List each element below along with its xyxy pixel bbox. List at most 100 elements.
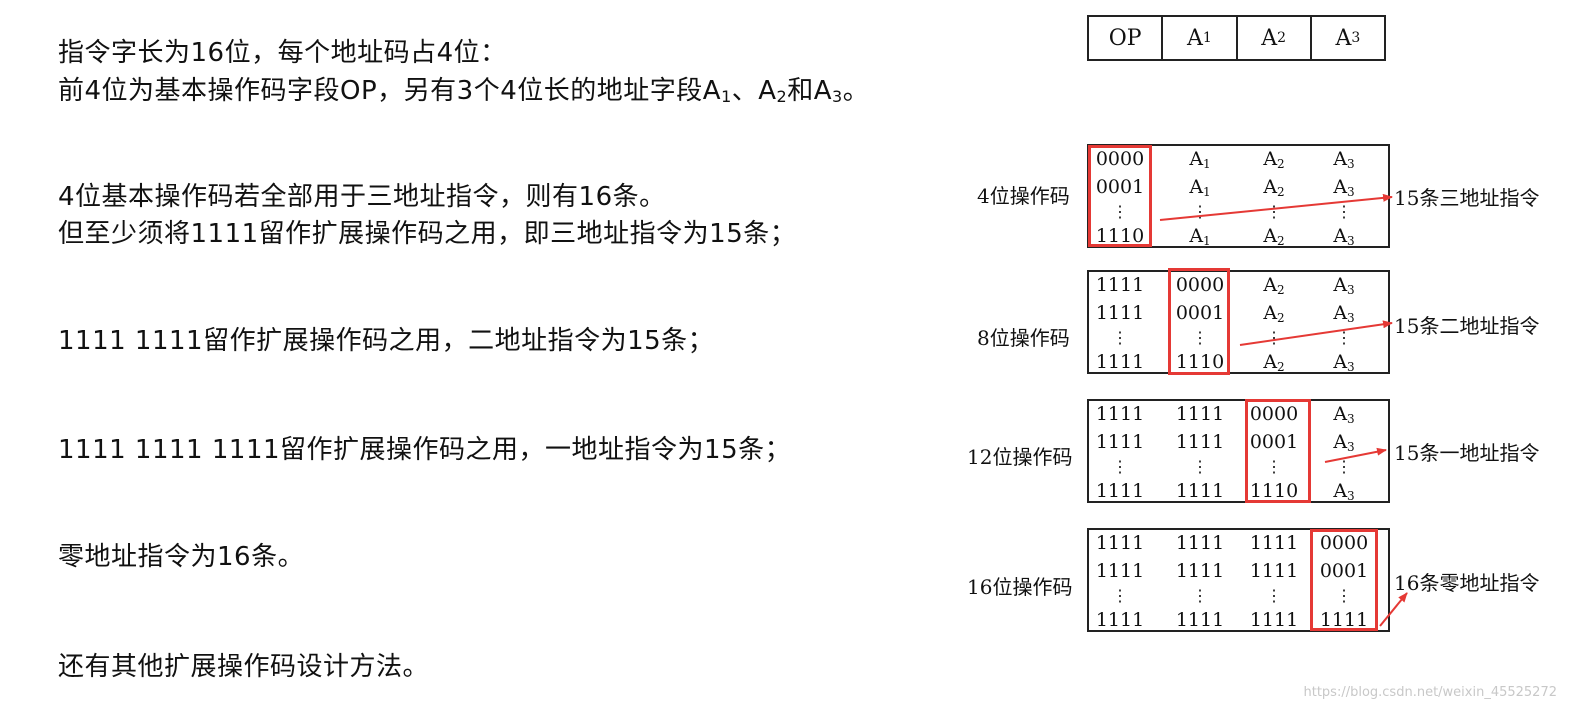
cell-subscript: 3 [1347,283,1355,297]
cell-text: 1110 [1095,225,1145,247]
cell-text: 0000 [1249,403,1299,425]
ellipsis-icon: ⋮ [1336,586,1352,605]
ellipsis-icon: ⋮ [1112,202,1128,221]
block-cell: 0001 [1165,302,1235,324]
result-label-three-address: 15条三地址指令 [1394,186,1540,210]
cell-subscript: 2 [1277,234,1285,248]
field-subscript: 3 [1351,30,1361,46]
block-cell: 1111 [1239,609,1309,631]
block-cell: A1 [1165,225,1235,252]
cell-text: 0001 [1095,176,1145,198]
block-label-12bit: 12位操作码 [967,445,1073,469]
cell-text: A [1263,351,1278,373]
block-cell: A1 [1165,176,1235,203]
cell-text: 1111 [1095,480,1145,502]
block-cell: 1110 [1239,480,1309,502]
text-line-5: 1111 1111留作扩展操作码之用，二地址指令为15条； [58,326,715,356]
ellipsis-icon: ⋮ [1336,328,1352,347]
cell-text: 0000 [1319,532,1369,554]
ellipsis-icon: ⋮ [1192,586,1208,605]
text-line-4: 但至少须将1111留作扩展操作码之用，即三地址指令为15条； [58,219,797,249]
cell-text: A [1333,403,1348,425]
text-line-8: 还有其他扩展操作码设计方法。 [58,652,430,682]
cell-text: 1111 [1175,403,1225,425]
cell-text: 1111 [1095,302,1145,324]
cell-subscript: 2 [1277,360,1285,374]
cell-text: 1111 [1095,403,1145,425]
text-line-2-part: 前4位为基本操作码字段OP，另有3个4位长的地址字段A [58,76,722,106]
cell-text: A [1333,431,1348,453]
cell-text: 1111 [1175,609,1225,631]
cell-text: 1110 [1249,480,1299,502]
cell-text: 1111 [1249,609,1299,631]
block-cell: 1110 [1165,351,1235,373]
cell-text: 0000 [1095,148,1145,170]
block-cell: 0001 [1309,560,1379,582]
ellipsis-icon: ⋮ [1336,202,1352,221]
cell-subscript: 3 [1347,234,1355,248]
cell-subscript: 3 [1347,157,1355,171]
cell-text: A [1333,274,1348,296]
block-cell: 0000 [1085,148,1155,170]
block-cell: 1110 [1085,225,1155,247]
block-cell: 0001 [1239,431,1309,453]
block-cell: A3 [1309,148,1379,175]
block-cell: 1111 [1085,403,1155,425]
text-line-2: 前4位为基本操作码字段OP，另有3个4位长的地址字段A1、A2和A3。 [58,74,869,114]
block-cell: A2 [1239,176,1309,203]
cell-text: 1111 [1095,431,1145,453]
cell-text: 1111 [1095,560,1145,582]
block-cell: A2 [1239,351,1309,378]
cell-text: A [1263,274,1278,296]
cell-text: A [1263,176,1278,198]
cell-text: A [1333,148,1348,170]
block-cell: 1111 [1085,274,1155,296]
block-cell: 1111 [1309,609,1379,631]
cell-text: 1111 [1175,480,1225,502]
block-cell: 1111 [1165,609,1235,631]
block-cell: A3 [1309,274,1379,301]
cell-subscript: 3 [1347,440,1355,454]
result-label-one-address: 15条一地址指令 [1394,441,1540,465]
arrow-three-address [1159,193,1393,221]
cell-text: 0001 [1249,431,1299,453]
block-cell: 0000 [1309,532,1379,554]
field-label: OP [1108,25,1142,51]
block-cell: A2 [1239,274,1309,301]
text-line-3: 4位基本操作码若全部用于三地址指令，则有16条。 [58,182,666,212]
text-line-2-part: 、A [731,76,777,106]
block-cell: 1111 [1165,532,1235,554]
block-label-16bit: 16位操作码 [967,575,1073,599]
subscript-2: 2 [776,87,788,106]
cell-text: A [1333,176,1348,198]
block-cell: 1111 [1165,431,1235,453]
cell-text: 1111 [1175,431,1225,453]
ellipsis-icon: ⋮ [1192,328,1208,347]
cell-text: 1111 [1095,609,1145,631]
cell-subscript: 3 [1347,185,1355,199]
cell-text: A [1189,176,1204,198]
block-cell: 1111 [1165,480,1235,502]
block-cell: A3 [1309,480,1379,507]
arrow-one-address [1324,447,1387,463]
highlight-box-8bit [1168,268,1230,375]
cell-text: 1111 [1319,609,1369,631]
cell-text: 0001 [1175,302,1225,324]
block-label-4bit: 4位操作码 [977,184,1070,208]
cell-text: 0001 [1319,560,1369,582]
cell-text: 1111 [1095,532,1145,554]
text-line-2-part: 和A [787,76,833,106]
result-label-two-address: 15条二地址指令 [1394,314,1540,338]
cell-text: A [1333,351,1348,373]
cell-text: 1111 [1249,532,1299,554]
block-cell: 1111 [1085,480,1155,502]
cell-subscript: 3 [1347,489,1355,503]
block-cell: A1 [1165,148,1235,175]
highlight-box-16bit [1310,529,1378,631]
block-cell: 1111 [1239,560,1309,582]
ellipsis-icon: ⋮ [1336,457,1352,476]
